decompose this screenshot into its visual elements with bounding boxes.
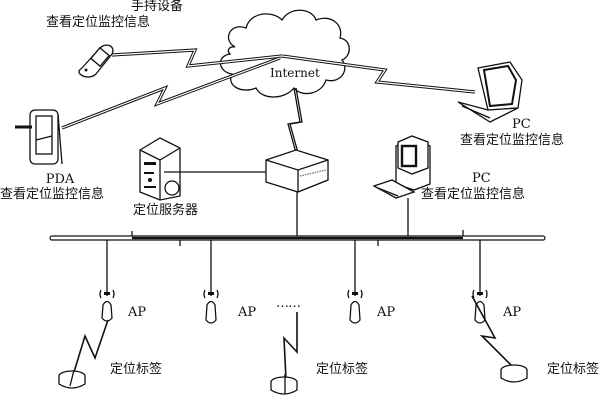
internet-label: Internet	[270, 66, 320, 80]
link-switch-internet	[287, 87, 303, 161]
ap-label-1: AP	[128, 305, 147, 320]
laptop-pc-label: PC	[512, 117, 531, 132]
access-point-2	[203, 240, 219, 324]
network-bus	[49, 230, 546, 246]
ellipsis-label: ……	[276, 296, 301, 311]
handheld-label: 手持设备	[130, 0, 183, 14]
desktop-pc-label: PC	[472, 171, 491, 186]
desktop-pc-desc: 查看定位监控信息	[421, 187, 526, 202]
switch-icon	[265, 149, 329, 193]
pda-icon	[15, 109, 63, 165]
link-ap4-tag3	[471, 295, 515, 369]
laptop-icon	[457, 61, 523, 123]
location-tag-2	[270, 374, 298, 395]
server-label: 定位服务器	[133, 203, 199, 218]
desktop-pc-icon	[372, 135, 431, 199]
link-ap1-tag1	[73, 319, 109, 373]
access-point-3	[347, 240, 363, 324]
internet-cloud-icon	[219, 9, 350, 98]
location-tag-1	[58, 369, 86, 389]
laptop-pc-desc: 查看定位监控信息	[460, 133, 565, 148]
server-icon	[139, 137, 181, 201]
link-ellipsis-tag2	[283, 312, 298, 381]
tag-label-2: 定位标签	[316, 362, 369, 377]
location-tag-3	[500, 364, 528, 383]
ap-label-4: AP	[503, 305, 522, 320]
link-laptop-internet	[281, 54, 476, 94]
link-handheld-internet	[111, 48, 283, 68]
tag-label-1: 定位标签	[110, 362, 163, 377]
handheld-desc: 查看定位监控信息	[46, 15, 151, 30]
ap-label-3: AP	[377, 305, 396, 320]
pda-desc: 查看定位监控信息	[0, 187, 105, 202]
ap-label-2: AP	[238, 305, 257, 320]
access-point-1	[99, 240, 115, 322]
link-pda-internet	[61, 56, 281, 130]
pda-label: PDA	[45, 172, 75, 187]
handheld-device-icon	[78, 44, 114, 78]
tag-label-3: 定位标签	[547, 362, 600, 377]
